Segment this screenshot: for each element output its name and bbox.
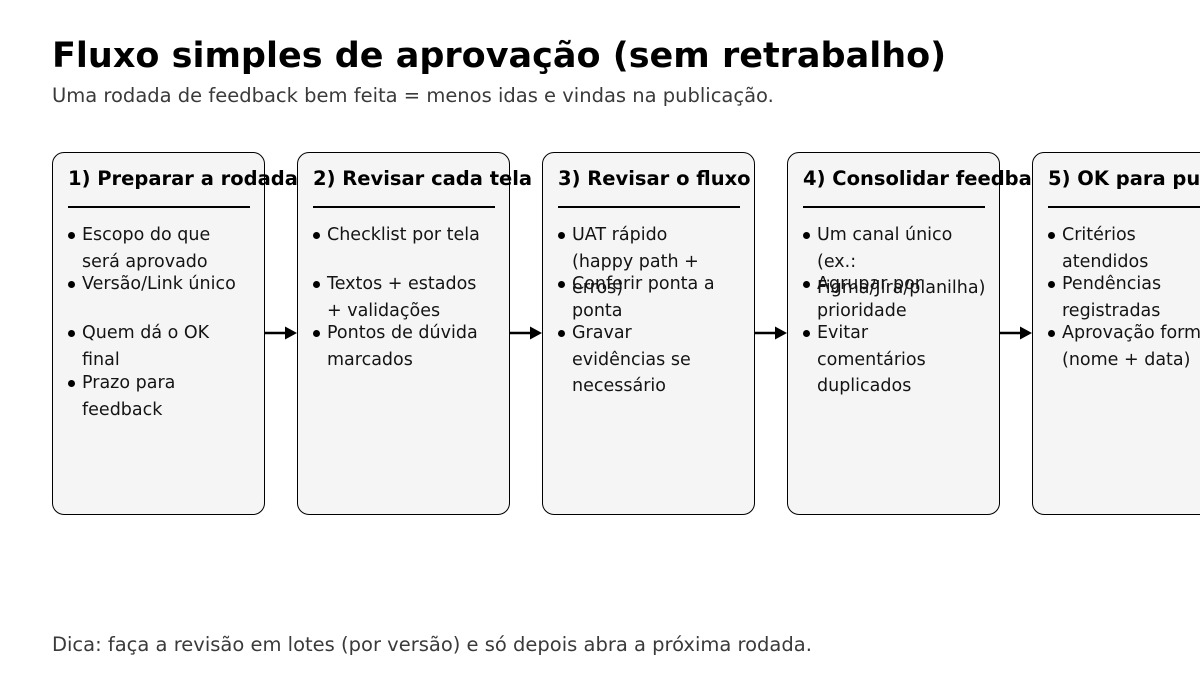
arrow-right-icon [754,323,788,343]
bullet-item: Textos + estados + validações [313,271,476,324]
bullet-line: registradas [1062,300,1161,321]
bullet-line: + validações [327,300,441,321]
bullet-line: Checklist por tela [327,225,480,245]
bullet-dot [68,380,75,387]
bullet-line: feedback [82,399,163,420]
bullet-item: Checklist por tela [313,222,480,249]
bullet-line: Pontos de dúvida [327,323,478,343]
page-title: Fluxo simples de aprovação (sem retrabal… [52,36,947,76]
bullet-line: (ex.: [817,251,857,272]
bullet-item: Prazo para feedback [68,370,175,423]
bullet-dot [313,281,320,288]
flow-step-5-title: 5) OK para publicar [1048,167,1200,190]
bullet-line: final [82,349,120,370]
bullet-line: será aprovado [82,251,208,272]
bullet-dot [558,330,565,337]
bullet-item: Versão/Link único [68,271,236,298]
title-divider [1048,206,1200,208]
footer-tip: Dica: faça a revisão em lotes (por versã… [52,633,812,656]
bullet-line: marcados [327,349,413,370]
bullet-line: duplicados [817,376,912,396]
bullet-item: Evitar comentários duplicados [803,320,926,400]
page-subtitle: Uma rodada de feedback bem feita = menos… [52,84,774,107]
arrow-right-icon [509,323,543,343]
bullet-item: Quem dá o OK final [68,320,209,373]
flow-step-3-title: 3) Revisar o fluxo [558,167,751,190]
bullet-line: comentários [817,349,926,370]
bullet-line: Um canal único [817,225,953,245]
bullet-dot [803,232,810,239]
bullet-line: Escopo do que [82,225,211,245]
arrow-right-icon [264,323,298,343]
bullet-line: Evitar [817,323,869,343]
bullet-dot [558,232,565,239]
bullet-dot [1048,281,1055,288]
bullet-line: UAT rápido [572,225,668,245]
flow-step-1-title: 1) Preparar a rodada [68,167,298,190]
bullet-line: Textos + estados [327,274,477,294]
arrow-right-icon [999,323,1033,343]
flow-step-4: 4) Consolidar feedback Um canal único (e… [787,152,1056,515]
bullet-line: evidências se [572,349,691,370]
bullet-line: erros) [572,278,624,298]
bullet-item: Gravar evidências se necessário [558,320,691,400]
bullet-line: Critérios [1062,225,1136,245]
bullet-line: necessário [572,376,666,396]
bullet-item: Critérios atendidos [1048,222,1148,275]
bullet-line: Quem dá o OK [82,323,210,343]
bullet-item: Aprovação formal (nome + data) [1048,320,1200,373]
bullet-line: Aprovação formal [1062,323,1200,343]
bullet-line: atendidos [1062,251,1149,272]
bullet-dot [803,330,810,337]
flow-step-2-title: 2) Revisar cada tela [313,167,533,190]
bullet-dot [313,232,320,239]
bullet-dot [1048,330,1055,337]
title-divider [803,206,985,208]
bullet-dot [68,330,75,337]
bullet-line: Conferir ponta a [572,274,715,294]
bullet-dot [68,232,75,239]
bullet-line: (nome + data) [1062,349,1191,370]
bullet-line: prioridade [817,300,907,321]
bullet-line: ponta [572,300,623,321]
flow-step-2: 2) Revisar cada tela Checklist por tela … [297,152,532,515]
bullet-item: Escopo do que será aprovado [68,222,210,275]
bullet-line: Pendências [1062,274,1162,294]
bullet-dot [1048,232,1055,239]
title-divider [313,206,495,208]
bullet-dot [803,281,810,288]
bullet-item: Conferir ponta a ponta [558,271,715,324]
bullet-dot [313,330,320,337]
bullet-item: Agrupar por prioridade [803,271,922,324]
bullet-item: Pendências registradas [1048,271,1161,324]
bullet-item: Pontos de dúvida marcados [313,320,478,373]
bullet-line: Agrupar por [817,274,922,294]
bullet-line: Prazo para [82,373,176,393]
flow-step-3: 3) Revisar o fluxo UAT rápido (happy pat… [542,152,755,515]
title-divider [68,206,250,208]
flow-step-4-title: 4) Consolidar feedback [803,167,1057,190]
flow-step-1: 1) Preparar a rodada Escopo do que será … [52,152,298,515]
bullet-item: Um canal único (ex.: Figma/Jira/planilha… [803,222,985,302]
bullet-line: Versão/Link único [82,274,236,294]
title-divider [558,206,740,208]
bullet-line: Gravar [572,323,632,343]
bullet-dot [68,281,75,288]
bullet-item: UAT rápido (happy path + erros) [558,222,699,302]
bullet-line: (happy path + [572,251,699,272]
bullet-dot [558,281,565,288]
bullet-line: Figma/Jira/planilha) [817,278,986,298]
flow-step-5: 5) OK para publicar Critérios atendidos … [1032,152,1200,515]
